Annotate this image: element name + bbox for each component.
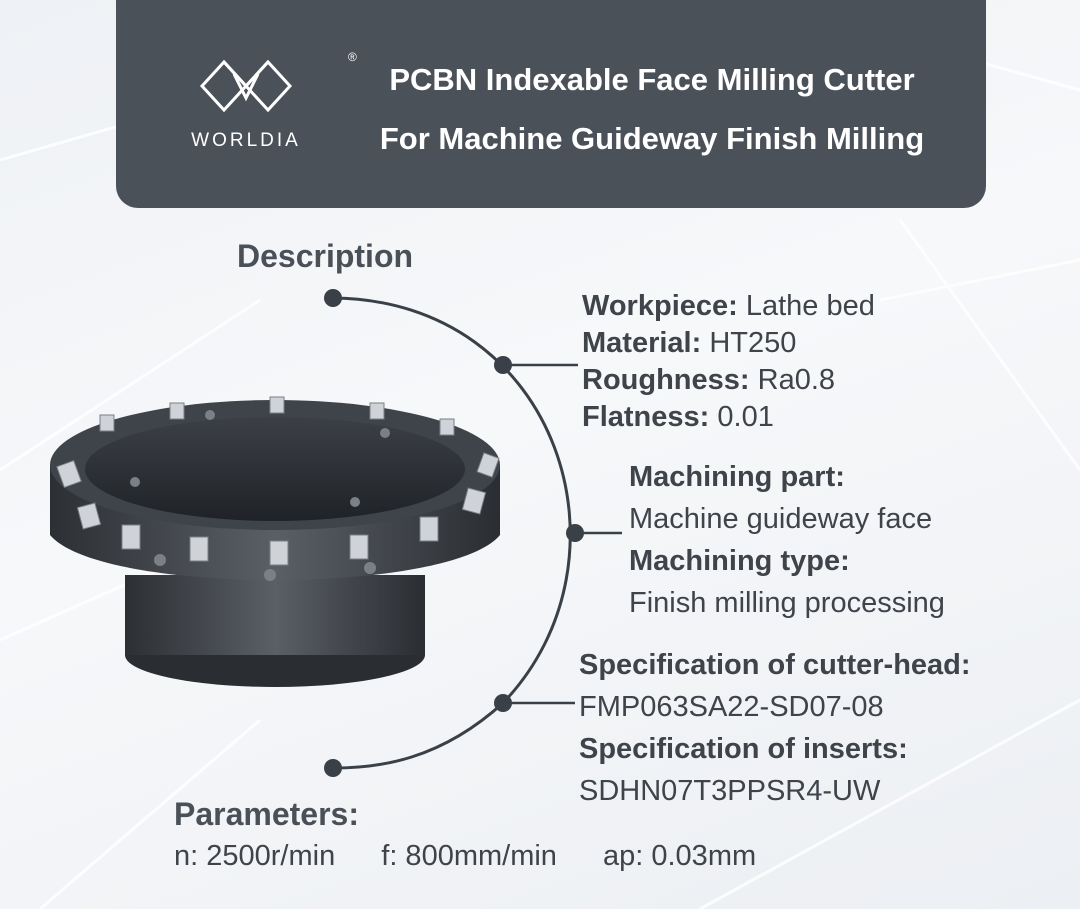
spec-inserts-value: SDHN07T3PPSR4-UW: [579, 775, 881, 807]
specification-block: Specification of cutter-head: FMP063SA22…: [579, 644, 971, 812]
material-label: Material:: [582, 327, 702, 359]
arc-node-specification: [494, 694, 512, 712]
milling-cutter-image: [50, 396, 500, 687]
workpiece-value: Lathe bed: [737, 290, 875, 322]
arc-node-machining: [566, 524, 584, 542]
worldia-logo: ® WORLDIA: [176, 50, 357, 152]
roughness-value: Ra0.8: [749, 364, 836, 396]
arc-node-start: [324, 289, 342, 307]
worldia-logo-icon: [199, 59, 293, 113]
param-feed: f: 800mm/min: [381, 840, 557, 872]
arc-node-end: [324, 759, 342, 777]
page-title-line2: For Machine Guideway Finish Milling: [379, 121, 925, 156]
page-title-line1: PCBN Indexable Face Milling Cutter: [389, 62, 915, 97]
machining-block: Machining part: Machine guideway face Ma…: [629, 456, 945, 624]
machining-part-label: Machining part:: [629, 461, 845, 493]
param-depth: ap: 0.03mm: [603, 840, 757, 872]
param-speed: n: 2500r/min: [174, 840, 336, 872]
roughness-label: Roughness:: [582, 364, 750, 396]
machining-type-value: Finish milling processing: [629, 587, 945, 619]
description-heading: Description: [237, 238, 414, 274]
flatness-value: 0.01: [709, 401, 774, 433]
spec-head-value: FMP063SA22-SD07-08: [579, 691, 884, 723]
spec-head-label: Specification of cutter-head:: [579, 649, 971, 681]
machining-part-value: Machine guideway face: [629, 503, 933, 535]
parameters-values: n: 2500r/min f: 800mm/min ap: 0.03mm: [174, 840, 794, 873]
material-value: HT250: [701, 327, 797, 359]
registered-mark: ®: [348, 50, 357, 64]
machining-type-label: Machining type:: [629, 545, 850, 577]
brand-name: WORLDIA: [191, 130, 301, 151]
spec-inserts-label: Specification of inserts:: [579, 733, 908, 765]
header-banner: ® WORLDIA PCBN Indexable Face Milling Cu…: [116, 0, 986, 208]
workpiece-block: Workpiece: Lathe bed Material: HT250 Rou…: [582, 288, 875, 436]
workpiece-label: Workpiece:: [582, 290, 738, 322]
flatness-label: Flatness:: [582, 401, 710, 433]
arc-node-workpiece: [494, 356, 512, 374]
parameters-heading: Parameters:: [174, 796, 359, 832]
